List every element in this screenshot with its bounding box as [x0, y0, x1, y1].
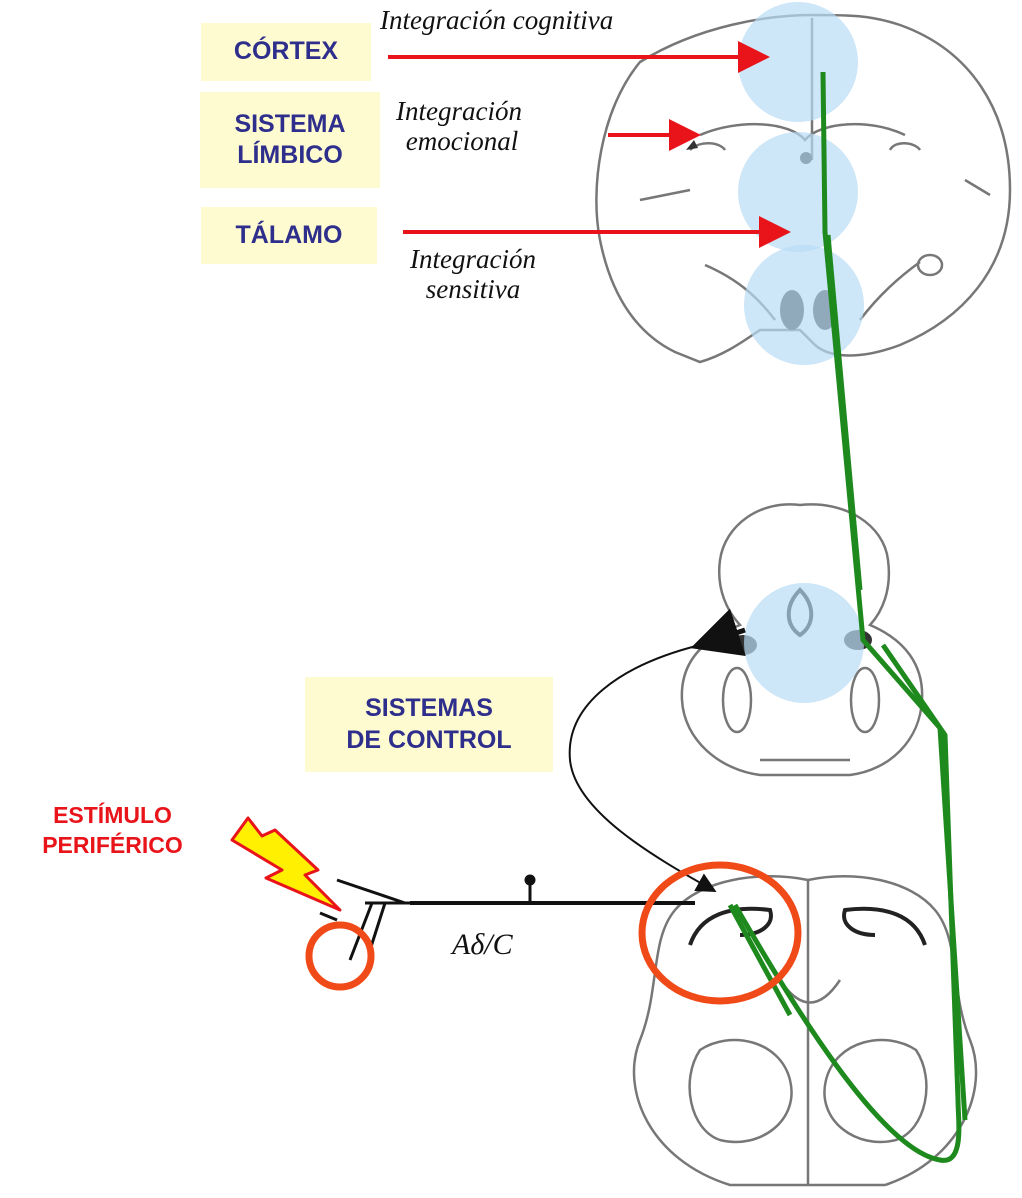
thalamus-highlight [744, 245, 864, 365]
descending-control [568, 608, 746, 892]
emotional-line1: Integración [396, 96, 522, 126]
cortex-label-text: CÓRTEX [233, 37, 339, 66]
crossing-tract [732, 643, 962, 1163]
spinal-dorsal-horns [688, 906, 927, 946]
dorsal-horn-ring [638, 861, 802, 1005]
spinal-cord-section [632, 875, 978, 1187]
limbic-label-line1: SISTEMA [234, 109, 346, 138]
peripheral-stimulus-label: ESTÍMULO PERIFÉRICO [10, 801, 215, 861]
control-label-line2: DE CONTROL [346, 725, 512, 754]
lightning-icon [230, 816, 342, 912]
emotional-integration-text: Integración emocional [396, 96, 522, 156]
fiber-type-label: Aδ/C [452, 928, 513, 961]
green-pathways [727, 71, 968, 1163]
curved-control-arrow [568, 644, 717, 892]
receptor-ring [305, 921, 375, 991]
emotional-line2: emocional [405, 125, 519, 156]
brainstem-section [680, 503, 924, 777]
red-arrows [388, 41, 791, 248]
spinoreticular-tract [727, 903, 793, 1017]
highlight-circles [738, 2, 864, 703]
cortex-label: CÓRTEX [201, 23, 371, 81]
limbic-system-label: SISTEMA LÍMBICO [200, 92, 380, 188]
control-label-line1: SISTEMAS [365, 694, 493, 723]
control-short-arrow-top [690, 608, 746, 657]
brainstem-highlight [744, 583, 864, 703]
stimulus-label-line1: ESTÍMULO [53, 802, 172, 828]
orange-rings [305, 861, 802, 1005]
sensory-line2: sensitiva [425, 273, 521, 304]
thalamus-label-text: TÁLAMO [235, 220, 343, 249]
control-systems-label: SISTEMAS DE CONTROL [305, 677, 553, 772]
sensory-line1: Integración [410, 244, 536, 274]
sensory-integration-text: Integración sensitiva [410, 244, 536, 304]
cortex-highlight [738, 2, 858, 122]
limbic-label-line2: LÍMBICO [237, 141, 343, 169]
thalamus-label: TÁLAMO [201, 207, 377, 264]
thalamic-branch [825, 234, 863, 591]
stimulus-label-line2: PERIFÉRICO [42, 831, 183, 858]
cognitive-integration-text: Integración cognitiva [380, 5, 614, 35]
